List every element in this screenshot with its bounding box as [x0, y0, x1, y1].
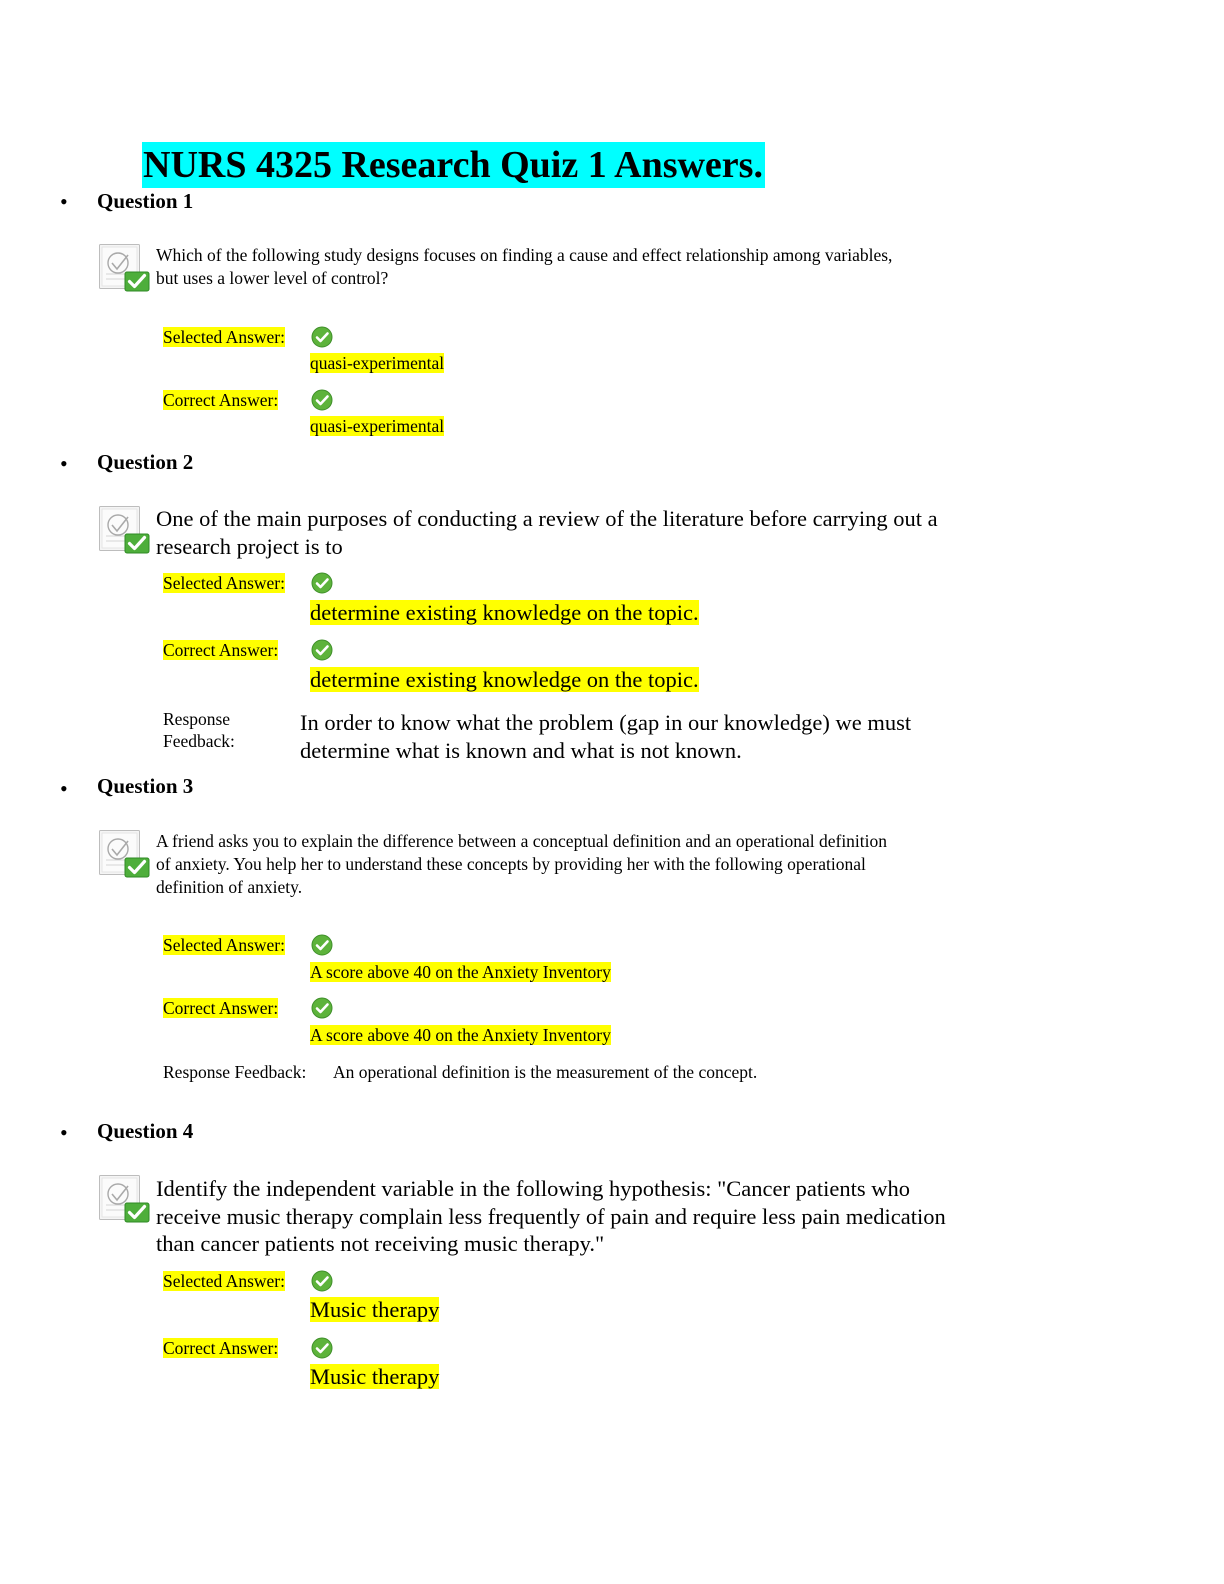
question-text-line: Which of the following study designs foc… [156, 245, 893, 265]
response-feedback-text: An operational definition is the measure… [333, 1062, 758, 1082]
selected-answer-value: determine existing knowledge on the topi… [310, 600, 699, 625]
correct-answer-label: Correct Answer: [163, 998, 279, 1018]
question-heading: Question 4 [97, 1119, 194, 1143]
question-heading: Question 1 [97, 189, 194, 213]
question-text-line: definition of anxiety. [156, 877, 303, 897]
question-heading: Question 2 [97, 450, 194, 474]
green-check-icon [311, 326, 333, 348]
green-check-icon [311, 572, 333, 594]
green-check-icon [311, 389, 333, 411]
question-text: Which of the following study designs foc… [156, 244, 996, 290]
question-correct-icon [99, 244, 151, 292]
selected-answer-label: Selected Answer: [163, 935, 285, 955]
selected-answer-value: quasi-experimental [310, 353, 445, 373]
question-text: One of the main purposes of conducting a… [156, 505, 996, 560]
question-heading: Question 3 [97, 774, 194, 798]
response-feedback-text: In order to know what the problem (gap i… [300, 709, 1000, 764]
feedback-label-line: Response [163, 709, 231, 729]
bullet-icon: • [60, 1120, 68, 1145]
question-text-line: receive music therapy complain less freq… [156, 1203, 946, 1229]
feedback-label-line: Feedback: [163, 731, 235, 751]
feedback-text-line: determine what is known and what is not … [300, 737, 742, 763]
page-title: NURS 4325 Research Quiz 1 Answers. [142, 142, 765, 188]
correct-answer-label: Correct Answer: [163, 640, 279, 660]
question-text-line: One of the main purposes of conducting a… [156, 506, 938, 531]
question-correct-icon [99, 506, 151, 554]
question-text-line: but uses a lower level of control? [156, 268, 389, 288]
question-correct-icon [99, 830, 151, 878]
question-text-line: Identify the independent variable in the… [156, 1176, 910, 1201]
correct-answer-label: Correct Answer: [163, 390, 279, 410]
green-check-icon [311, 997, 333, 1019]
question-text-line: A friend asks you to explain the differe… [156, 831, 888, 851]
selected-answer-label: Selected Answer: [163, 573, 285, 593]
bullet-icon: • [60, 189, 68, 214]
correct-answer-value: Music therapy [310, 1364, 440, 1389]
selected-answer-label: Selected Answer: [163, 327, 285, 347]
question-text-line: research project is to [156, 533, 343, 559]
response-feedback-label: Response Feedback: [163, 1062, 307, 1082]
question-text: Identify the independent variable in the… [156, 1175, 996, 1258]
correct-answer-value: determine existing knowledge on the topi… [310, 667, 699, 692]
question-correct-icon [99, 1175, 151, 1223]
green-check-icon [311, 639, 333, 661]
correct-answer-value: quasi-experimental [310, 416, 445, 436]
question-text-line: than cancer patients not receiving music… [156, 1231, 605, 1256]
green-check-icon [311, 1337, 333, 1359]
selected-answer-value: A score above 40 on the Anxiety Inventor… [310, 962, 611, 982]
green-check-icon [311, 934, 333, 956]
bullet-icon: • [60, 776, 68, 801]
green-check-icon [311, 1270, 333, 1292]
response-feedback-label: Response Feedback: [163, 708, 235, 752]
question-text: A friend asks you to explain the differe… [156, 830, 996, 899]
question-text-line: of anxiety. You help her to understand t… [156, 854, 866, 874]
feedback-text-line: In order to know what the problem (gap i… [300, 710, 912, 735]
selected-answer-label: Selected Answer: [163, 1271, 285, 1291]
bullet-icon: • [60, 451, 68, 476]
selected-answer-value: Music therapy [310, 1297, 440, 1322]
correct-answer-label: Correct Answer: [163, 1338, 279, 1358]
correct-answer-value: A score above 40 on the Anxiety Inventor… [310, 1025, 611, 1045]
